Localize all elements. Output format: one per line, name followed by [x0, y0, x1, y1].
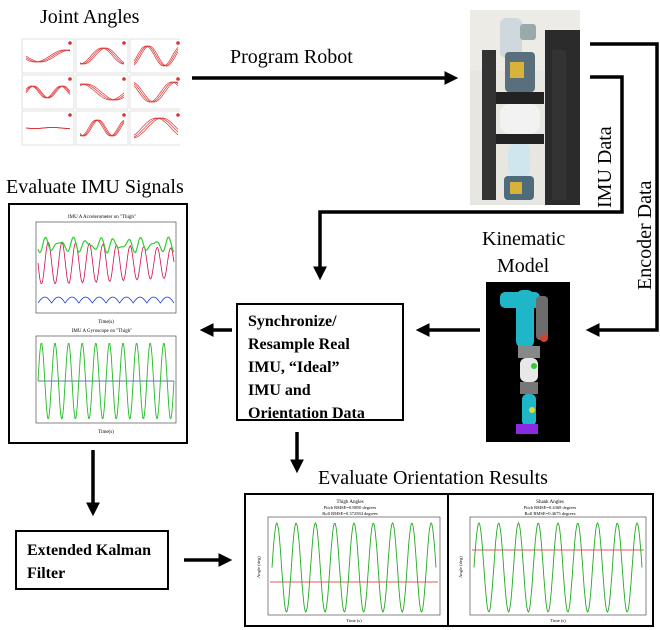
- joint-angle-trace: [79, 47, 125, 65]
- shank-pitch: [473, 521, 643, 613]
- kinematic-model-label-1: Kinematic: [482, 228, 566, 250]
- gyro-plot-title: IMU A Gyroscope on "Thigh": [72, 329, 132, 334]
- shank-sub1: Pitch RMSE=0.4368 degrees: [524, 505, 577, 510]
- sync-line-3: IMU, “Ideal”: [248, 359, 340, 376]
- accel-trace-green: [37, 236, 175, 254]
- joint-subplot-marker: [176, 77, 180, 81]
- joint-subplot-frame: [129, 74, 183, 110]
- program-robot-label: Program Robot: [230, 46, 353, 68]
- joint-angle-trace: [133, 81, 179, 103]
- joint-subplot-marker: [122, 113, 126, 117]
- robot-photo: [470, 10, 580, 205]
- joint-angle-trace: [79, 119, 125, 137]
- thigh-sub1: Pitch RMSE=0.8850 degrees: [324, 505, 377, 510]
- encoder-data-label: Encoder Data: [634, 180, 656, 290]
- ekf-line-1: Extended Kalman: [27, 542, 152, 559]
- evaluate-imu-label: Evaluate IMU Signals: [6, 176, 184, 198]
- joint-angle-trace: [79, 47, 125, 65]
- joint-subplot-frame: [21, 74, 75, 110]
- joint-angle-trace: [25, 49, 71, 63]
- joint-angle-trace: [25, 85, 71, 99]
- joint-angle-trace: [79, 83, 125, 101]
- joint-subplot-marker: [68, 113, 72, 117]
- gyro-plot-frame: [35, 335, 177, 424]
- joint-angles-label: Joint Angles: [40, 6, 140, 28]
- thigh-xlabel: Time (s): [346, 618, 362, 623]
- imu-signals-panel: IMU A Accelerometer on "Thigh" Time(s) I…: [8, 203, 188, 444]
- joint-subplot-marker: [68, 77, 72, 81]
- joint-angle-trace: [25, 85, 71, 99]
- joint-angle-trace: [133, 45, 179, 67]
- accel-plot-frame: [35, 221, 177, 314]
- shank-xlabel: Time (s): [550, 618, 566, 623]
- accel-trace-blue: [37, 296, 175, 304]
- thigh-pitch: [271, 521, 437, 613]
- evaluate-orientation-label: Evaluate Orientation Results: [318, 467, 548, 489]
- joint-subplot-frame: [21, 38, 75, 74]
- joint-angle-trace: [133, 117, 179, 139]
- joint-angle-trace: [79, 83, 125, 101]
- sync-line-2: Resample Real: [248, 336, 350, 353]
- joint-angle-trace: [133, 81, 179, 103]
- thigh-sub2: Roll RMSE=0.372584 degrees: [322, 511, 378, 516]
- shank-plot-frame: [469, 516, 647, 616]
- joint-angle-trace: [25, 49, 71, 63]
- accel-trace-red: [37, 241, 175, 285]
- joint-angle-trace: [25, 127, 70, 129]
- joint-angle-trace: [79, 119, 125, 137]
- joint-angle-trace: [79, 119, 125, 137]
- joint-angle-trace: [79, 83, 125, 101]
- gyro-xlabel: Time(s): [98, 430, 114, 435]
- joint-angle-trace: [133, 117, 179, 136]
- shank-ylabel: Angle (deg): [458, 556, 463, 578]
- joint-subplot-frame: [129, 110, 183, 146]
- thigh-ylabel: Angle (deg): [256, 556, 261, 578]
- thigh-plot-frame: [267, 516, 441, 616]
- accel-plot-title: IMU A Accelerometer on "Thigh": [68, 215, 136, 220]
- joint-subplot-marker: [122, 77, 126, 81]
- joint-subplot-marker: [122, 41, 126, 45]
- joint-subplot-marker: [176, 113, 180, 117]
- shank-sub2: Roll RMSE=0.4675 degrees: [525, 511, 576, 516]
- joint-subplot-marker: [68, 41, 72, 45]
- ekf-line-2: Filter: [27, 565, 66, 582]
- joint-angle-trace: [25, 49, 71, 63]
- sync-line-5: Orientation Data: [248, 405, 365, 422]
- gyro-trace: [37, 343, 175, 419]
- sync-line-1: Synchronize/: [248, 313, 337, 330]
- joint-subplot-frame: [75, 74, 129, 110]
- thigh-title: Thigh Angles: [336, 500, 363, 505]
- joint-angle-trace: [133, 117, 179, 138]
- shank-title: Shank Angles: [536, 500, 564, 505]
- imu-data-label: IMU Data: [594, 126, 616, 208]
- orientation-results-panel: Thigh Angles Pitch RMSE=0.8850 degrees R…: [244, 493, 654, 627]
- sync-line-4: IMU and: [248, 382, 311, 399]
- joint-subplot-frame: [75, 110, 129, 146]
- kinematic-model-label-2: Model: [497, 255, 550, 277]
- joint-angles-grid: [20, 38, 183, 146]
- kinematic-model-image: [486, 282, 570, 442]
- accel-xlabel: Time(s): [98, 320, 114, 325]
- joint-subplot-marker: [176, 41, 180, 45]
- joint-angle-trace: [133, 45, 179, 67]
- synchronize-box: Synchronize/ Resample Real IMU, “Ideal” …: [236, 303, 404, 422]
- joint-angle-trace: [133, 81, 179, 103]
- joint-angle-trace: [133, 45, 179, 67]
- joint-subplot-frame: [75, 38, 129, 74]
- ekf-box: Extended Kalman Filter: [15, 530, 169, 590]
